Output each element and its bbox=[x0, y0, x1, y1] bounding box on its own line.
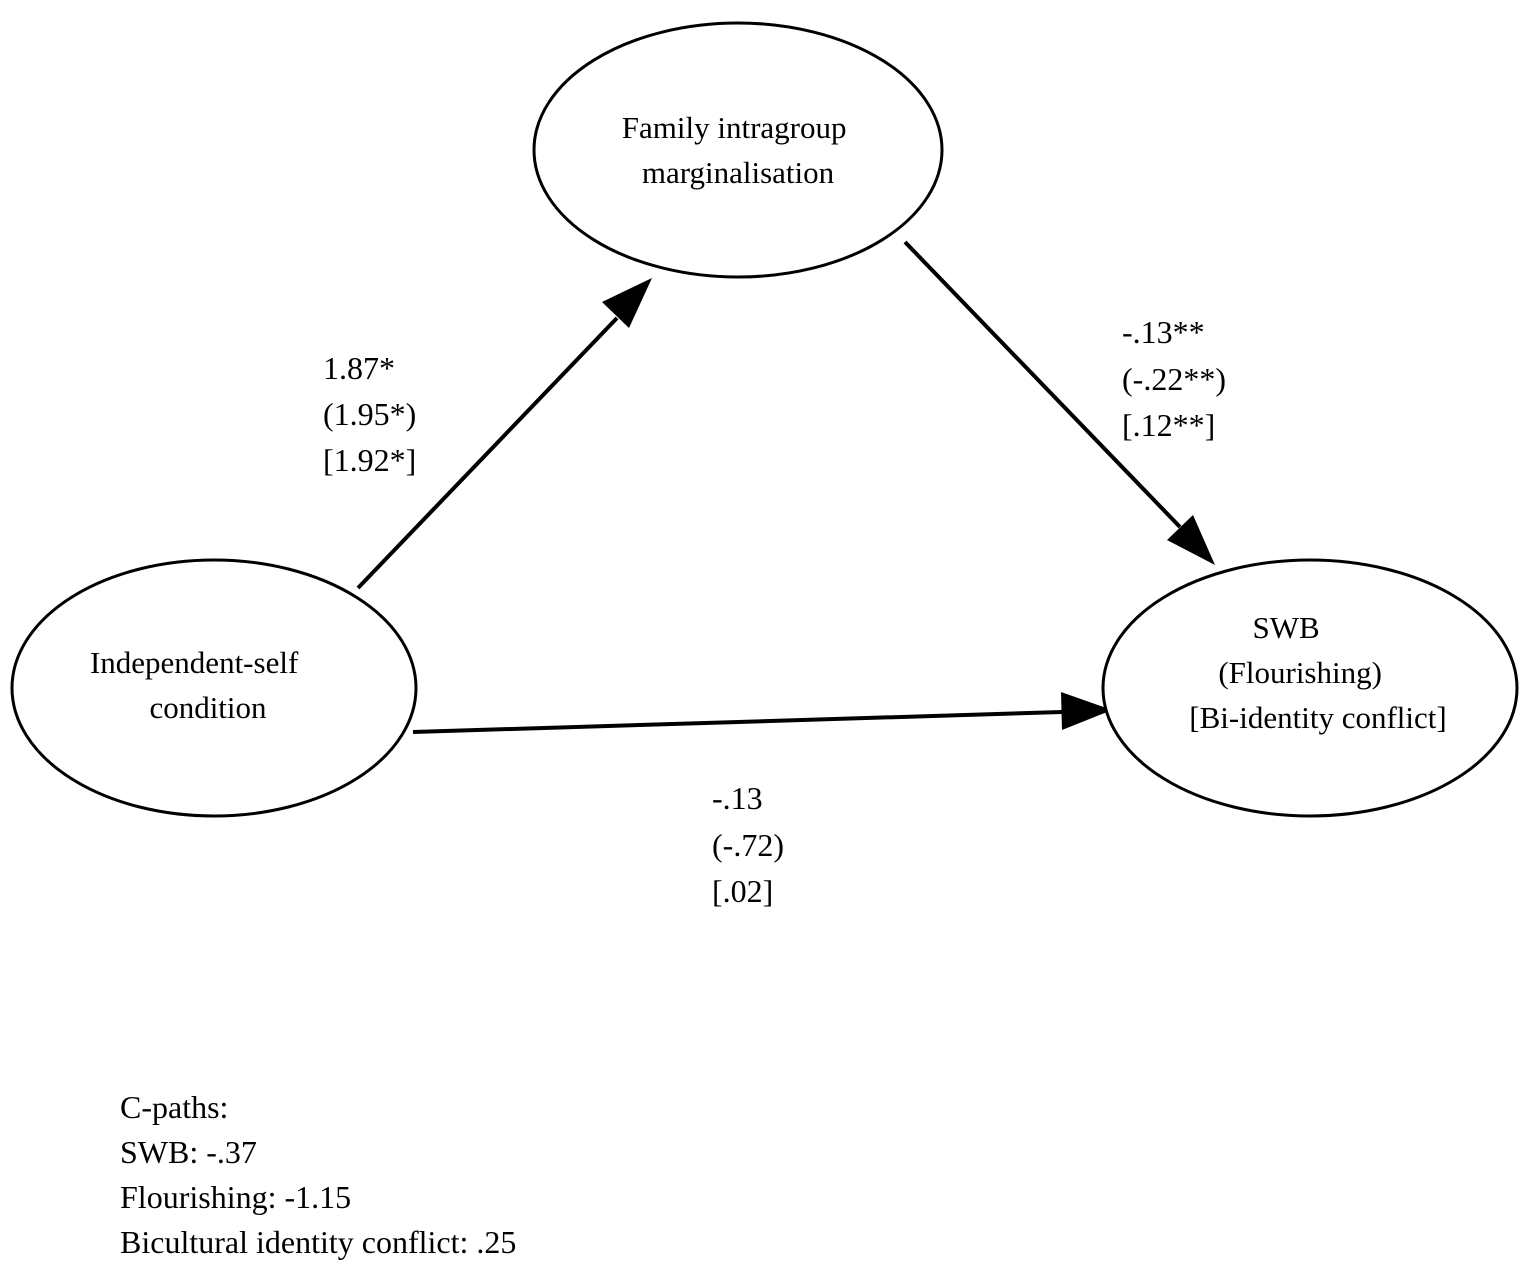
coefficient-line: -.13** bbox=[1122, 314, 1205, 350]
arrowhead-predictor-to-outcome bbox=[1061, 692, 1112, 730]
c-path-item: SWB: -.37 bbox=[120, 1134, 257, 1170]
coefficient-line: (-.22**) bbox=[1122, 361, 1226, 397]
coefficient-line: (-.72) bbox=[712, 827, 784, 863]
edge-predictor-to-outcome bbox=[412, 710, 1063, 734]
edge-mediator-to-outcome bbox=[903, 240, 1182, 529]
edge-predictor-to-mediator bbox=[356, 316, 619, 590]
node-ellipse-outcome bbox=[1101, 558, 1519, 818]
node-label-line: Independent-self bbox=[90, 645, 299, 680]
coefficient-a-path: 1.87* (1.95*) [1.92*] bbox=[323, 350, 424, 478]
node-swb-outcome: SWB (Flourishing) [Bi-identity conflict] bbox=[1101, 558, 1519, 818]
arrowhead-predictor-to-mediator bbox=[602, 278, 652, 328]
coefficient-line: (1.95*) bbox=[323, 396, 416, 432]
node-independent-self-condition: Independent-self condition bbox=[10, 558, 418, 818]
node-label-line: SWB bbox=[1253, 610, 1320, 645]
c-path-item: Bicultural identity conflict: .25 bbox=[120, 1224, 517, 1260]
node-label-line: (Flourishing) bbox=[1218, 655, 1382, 690]
node-label-predictor: Independent-self condition bbox=[90, 645, 306, 725]
node-ellipse-mediator bbox=[532, 21, 944, 279]
coefficient-line: 1.87* bbox=[323, 350, 395, 386]
c-paths-note: C-paths: SWB: -.37 Flourishing: -1.15 Bi… bbox=[120, 1085, 516, 1265]
coefficient-line: [1.92*] bbox=[323, 442, 416, 478]
coefficient-line: [.02] bbox=[712, 873, 773, 909]
node-family-intragroup-marginalisation: Family intragroup marginalisation bbox=[532, 21, 944, 279]
node-label-mediator: Family intragroup marginalisation bbox=[622, 110, 854, 190]
coefficient-b-path: -.13** (-.22**) [.12**] bbox=[1122, 314, 1234, 443]
coefficient-c-prime-path: -.13 (-.72) [.02] bbox=[712, 780, 792, 909]
c-paths-title: C-paths: bbox=[120, 1089, 229, 1125]
arrowhead-mediator-to-outcome bbox=[1167, 515, 1215, 565]
node-ellipse-predictor bbox=[10, 558, 418, 818]
node-label-outcome: SWB (Flourishing) [Bi-identity conflict] bbox=[1189, 610, 1446, 735]
node-label-line: condition bbox=[149, 690, 267, 725]
node-label-line: Family intragroup bbox=[622, 110, 847, 145]
coefficient-line: [.12**] bbox=[1122, 407, 1215, 443]
c-path-item: Flourishing: -1.15 bbox=[120, 1179, 352, 1215]
node-label-line: [Bi-identity conflict] bbox=[1189, 700, 1446, 735]
coefficient-line: -.13 bbox=[712, 780, 763, 816]
node-label-line: marginalisation bbox=[642, 155, 835, 190]
